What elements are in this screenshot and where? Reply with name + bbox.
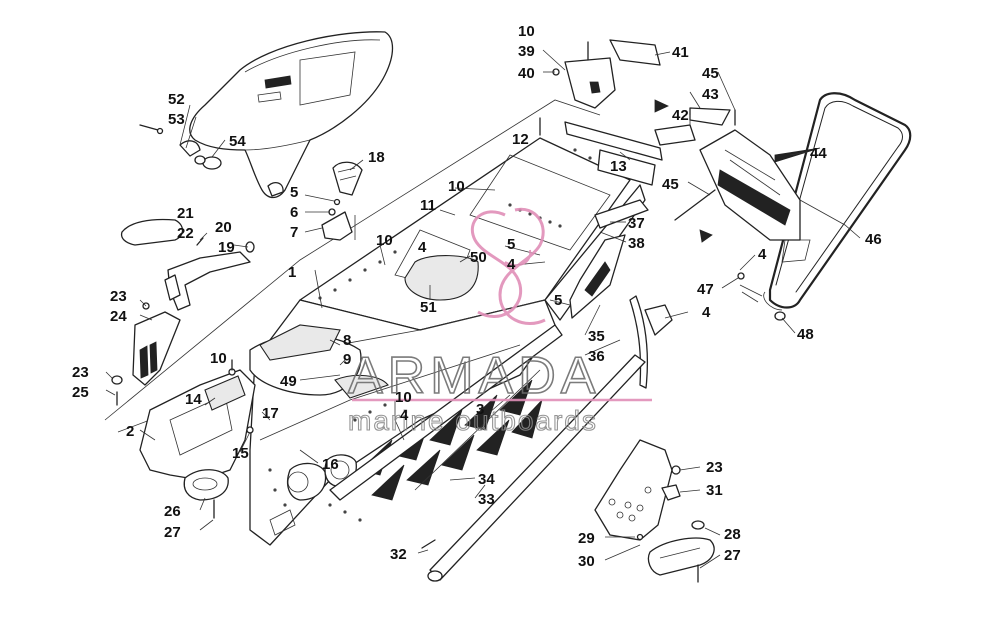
callout-29: 29 bbox=[578, 530, 595, 547]
leader-lines bbox=[105, 49, 861, 569]
callout-10: 10 bbox=[518, 23, 535, 40]
callout-42: 42 bbox=[672, 107, 689, 124]
rear-bumper bbox=[763, 92, 912, 311]
callout-33: 33 bbox=[478, 491, 495, 508]
callout-1: 1 bbox=[288, 264, 296, 281]
callout-5: 5 bbox=[290, 184, 298, 201]
callout-25: 25 bbox=[72, 384, 89, 401]
callout-4: 4 bbox=[758, 246, 767, 263]
callout-50: 50 bbox=[470, 249, 487, 266]
callout-46: 46 bbox=[865, 231, 882, 248]
watermark: ARMADA marine outboards bbox=[347, 207, 652, 437]
callout-4: 4 bbox=[418, 239, 427, 256]
callout-4: 4 bbox=[702, 304, 711, 321]
callout-2: 2 bbox=[126, 423, 134, 440]
callout-37: 37 bbox=[628, 215, 645, 232]
callout-40: 40 bbox=[518, 65, 535, 82]
callout-31: 31 bbox=[706, 482, 723, 499]
callout-48: 48 bbox=[797, 326, 814, 343]
callout-21: 21 bbox=[177, 205, 194, 222]
callout-4: 4 bbox=[507, 256, 516, 273]
callout-10: 10 bbox=[210, 350, 227, 367]
watermark-logo bbox=[470, 207, 546, 326]
callout-16: 16 bbox=[322, 456, 339, 473]
callout-45: 45 bbox=[702, 65, 719, 82]
watermark-tagline: marine outboards bbox=[348, 405, 598, 436]
callout-53: 53 bbox=[168, 111, 185, 128]
callout-26: 26 bbox=[164, 503, 181, 520]
callout-12: 12 bbox=[512, 131, 529, 148]
callout-4: 4 bbox=[400, 407, 409, 424]
callout-6: 6 bbox=[290, 204, 298, 221]
callout-51: 51 bbox=[420, 299, 437, 316]
callout-34: 34 bbox=[478, 471, 495, 488]
rear-rail-and-hardware bbox=[539, 39, 663, 186]
callout-35: 35 bbox=[588, 328, 605, 345]
callout-5: 5 bbox=[554, 292, 562, 309]
tunnel-assembly bbox=[104, 99, 646, 546]
callout-32: 32 bbox=[390, 546, 407, 563]
callout-30: 30 bbox=[578, 553, 595, 570]
watermark-brand: ARMADA bbox=[348, 347, 600, 405]
callout-54: 54 bbox=[229, 133, 246, 150]
callout-47: 47 bbox=[697, 281, 714, 298]
callout-15: 15 bbox=[232, 445, 249, 462]
callout-23: 23 bbox=[706, 459, 723, 476]
tunnel-rail bbox=[414, 354, 646, 582]
callout-19: 19 bbox=[218, 239, 235, 256]
callout-28: 28 bbox=[724, 526, 741, 543]
callout-38: 38 bbox=[628, 235, 645, 252]
callout-9: 9 bbox=[343, 351, 351, 368]
callout-10: 10 bbox=[376, 232, 393, 249]
callout-5: 5 bbox=[507, 236, 515, 253]
front-left-parts bbox=[139, 359, 256, 519]
callout-3: 3 bbox=[476, 401, 484, 418]
snowflap-and-light bbox=[654, 99, 821, 243]
callout-52: 52 bbox=[168, 91, 185, 108]
callout-24: 24 bbox=[110, 308, 127, 325]
callout-17: 17 bbox=[262, 405, 279, 422]
callout-10: 10 bbox=[448, 178, 465, 195]
callout-23: 23 bbox=[110, 288, 127, 305]
small-brackets bbox=[321, 161, 363, 241]
callout-labels: 52 53 54 18 5 6 7 21 22 20 19 1 23 24 10… bbox=[72, 23, 882, 570]
callout-18: 18 bbox=[368, 149, 385, 166]
callout-43: 43 bbox=[702, 86, 719, 103]
footrest-parts bbox=[594, 439, 715, 583]
callout-45: 45 bbox=[662, 176, 679, 193]
callout-13: 13 bbox=[610, 158, 627, 175]
callout-27: 27 bbox=[724, 547, 741, 564]
callout-22: 22 bbox=[177, 225, 194, 242]
seat-drawing bbox=[179, 31, 394, 199]
callout-7: 7 bbox=[290, 224, 298, 241]
callout-14: 14 bbox=[185, 391, 202, 408]
callout-36: 36 bbox=[588, 348, 605, 365]
callout-23: 23 bbox=[72, 364, 89, 381]
callout-49: 49 bbox=[280, 373, 297, 390]
left-bracket-parts bbox=[111, 218, 255, 406]
callout-11: 11 bbox=[420, 197, 436, 214]
callout-39: 39 bbox=[518, 43, 535, 60]
callout-8: 8 bbox=[343, 332, 351, 349]
callout-10: 10 bbox=[395, 389, 412, 406]
callout-41: 41 bbox=[672, 44, 689, 61]
callout-20: 20 bbox=[215, 219, 232, 236]
callout-44: 44 bbox=[810, 145, 827, 162]
callout-27: 27 bbox=[164, 524, 181, 541]
